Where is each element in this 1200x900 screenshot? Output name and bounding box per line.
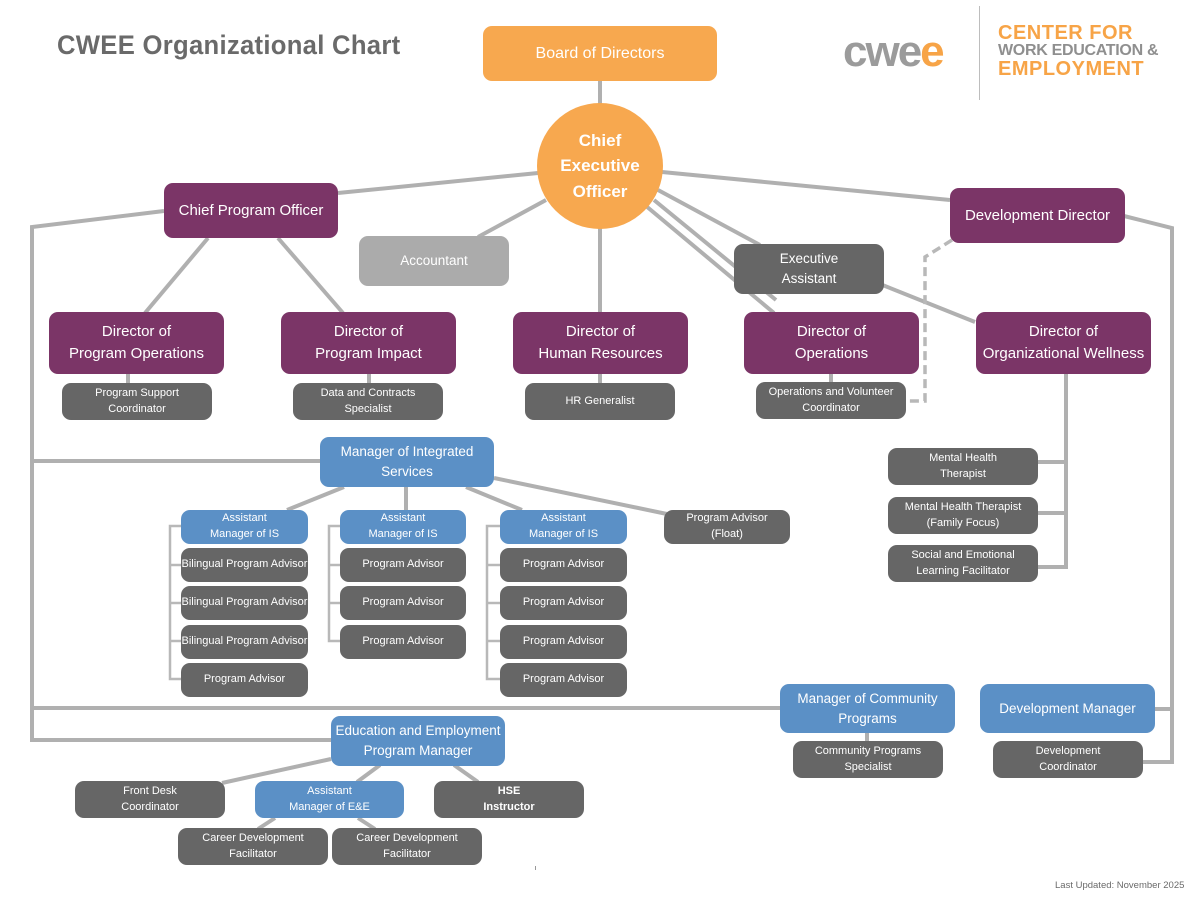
logo-wordmark-orange: e [920, 27, 945, 76]
node-sel-facilitator[interactable]: Social and Emotional Learning Facilitato… [888, 545, 1038, 582]
logo-line-2: WORK EDUCATION & [998, 42, 1159, 59]
node-development-manager[interactable]: Development Manager [980, 684, 1155, 733]
node-assistant-manager-is-1[interactable]: Assistant Manager of IS [181, 510, 308, 544]
node-assistant-manager-is-2[interactable]: Assistant Manager of IS [340, 510, 466, 544]
node-team1-member[interactable]: Bilingual Program Advisor [181, 625, 308, 659]
node-team3-member[interactable]: Program Advisor [500, 586, 627, 620]
node-development-coordinator[interactable]: Development Coordinator [993, 741, 1143, 778]
node-team1-member[interactable]: Bilingual Program Advisor [181, 586, 308, 620]
node-team3-member[interactable]: Program Advisor [500, 548, 627, 582]
node-team2-member[interactable]: Program Advisor [340, 548, 466, 582]
logo-line-3: EMPLOYMENT [998, 58, 1145, 80]
node-front-desk-coordinator[interactable]: Front Desk Coordinator [75, 781, 225, 818]
node-team1-member[interactable]: Program Advisor [181, 663, 308, 697]
node-accountant[interactable]: Accountant [359, 236, 509, 286]
logo-line-1: CENTER FOR [998, 22, 1133, 44]
node-ceo[interactable]: Chief Executive Officer [537, 103, 663, 229]
node-board-of-directors[interactable]: Board of Directors [483, 26, 717, 81]
node-operations-volunteer-coordinator[interactable]: Operations and Volunteer Coordinator [756, 382, 906, 419]
node-manager-community-programs[interactable]: Manager of Community Programs [780, 684, 955, 733]
node-director-human-resources[interactable]: Director of Human Resources [513, 312, 688, 374]
node-hr-generalist[interactable]: HR Generalist [525, 383, 675, 420]
node-director-program-impact[interactable]: Director of Program Impact [281, 312, 456, 374]
node-assistant-manager-ee[interactable]: Assistant Manager of E&E [255, 781, 404, 818]
node-director-operations[interactable]: Director of Operations [744, 312, 919, 374]
node-career-development-facilitator-2[interactable]: Career Development Facilitator [332, 828, 482, 865]
last-updated: Last Updated: November 2025 [1055, 880, 1185, 891]
node-career-development-facilitator-1[interactable]: Career Development Facilitator [178, 828, 328, 865]
node-team3-member[interactable]: Program Advisor [500, 625, 627, 659]
node-program-support-coordinator[interactable]: Program Support Coordinator [62, 383, 212, 420]
node-development-director[interactable]: Development Director [950, 188, 1125, 243]
logo-text: CENTER FOR WORK EDUCATION & EMPLOYMENT [998, 22, 1159, 80]
node-education-employment-manager[interactable]: Education and Employment Program Manager [331, 716, 505, 766]
node-mental-health-therapist-family[interactable]: Mental Health Therapist (Family Focus) [888, 497, 1038, 534]
node-data-contracts-specialist[interactable]: Data and Contracts Specialist [293, 383, 443, 420]
logo-divider [979, 6, 980, 100]
node-program-advisor-float[interactable]: Program Advisor (Float) [664, 510, 790, 544]
page-title: CWEE Organizational Chart [57, 30, 401, 60]
stray-mark [535, 866, 536, 870]
node-director-program-operations[interactable]: Director of Program Operations [49, 312, 224, 374]
node-assistant-manager-is-3[interactable]: Assistant Manager of IS [500, 510, 627, 544]
node-community-programs-specialist[interactable]: Community Programs Specialist [793, 741, 943, 778]
node-team1-member[interactable]: Bilingual Program Advisor [181, 548, 308, 582]
node-manager-integrated-services[interactable]: Manager of Integrated Services [320, 437, 494, 487]
node-team3-member[interactable]: Program Advisor [500, 663, 627, 697]
node-chief-program-officer[interactable]: Chief Program Officer [164, 183, 338, 238]
node-executive-assistant[interactable]: Executive Assistant [734, 244, 884, 294]
node-hse-instructor[interactable]: HSE Instructor [434, 781, 584, 818]
logo-wordmark: cwee [843, 27, 945, 77]
node-team2-member[interactable]: Program Advisor [340, 625, 466, 659]
logo-wordmark-gray: cwe [843, 27, 922, 76]
node-team2-member[interactable]: Program Advisor [340, 586, 466, 620]
node-mental-health-therapist[interactable]: Mental Health Therapist [888, 448, 1038, 485]
node-director-organizational-wellness[interactable]: Director of Organizational Wellness [976, 312, 1151, 374]
